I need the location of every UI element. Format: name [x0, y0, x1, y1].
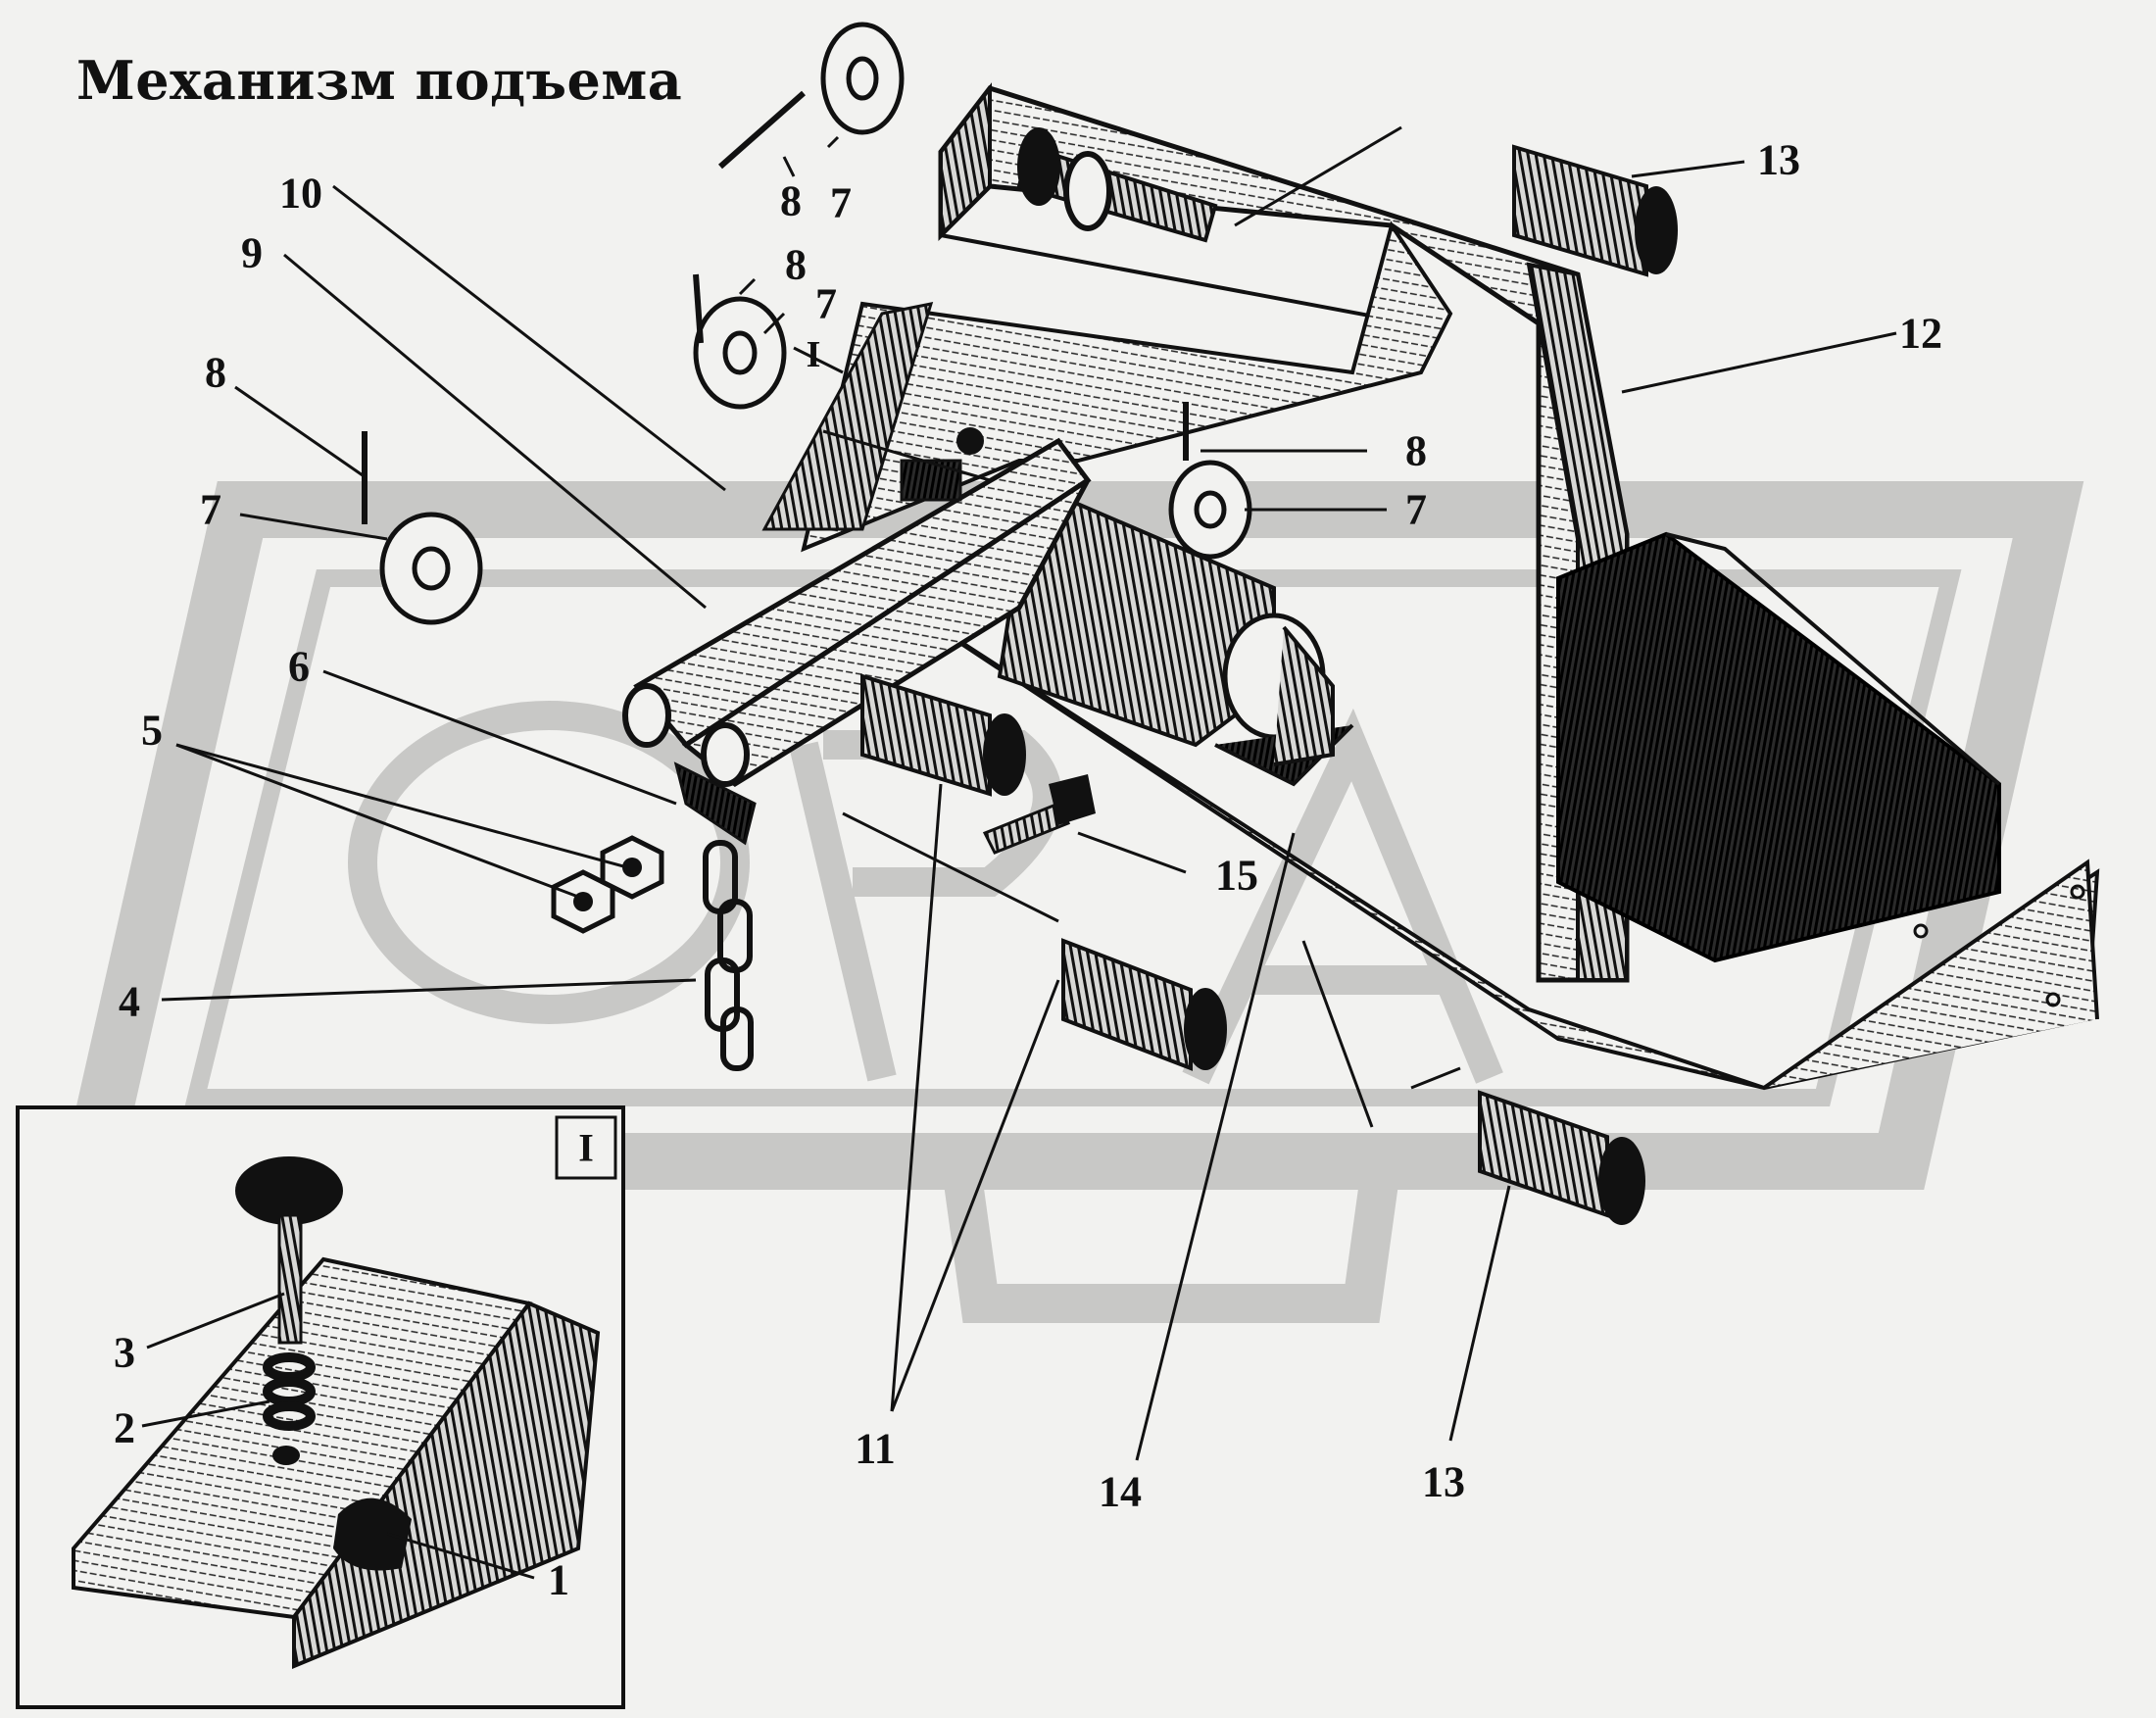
callout-1-inset: 1	[548, 1555, 569, 1604]
callout-10: 10	[279, 169, 322, 218]
callout-8-upper-mid: 8	[785, 240, 807, 289]
inset-detail-I	[16, 1105, 625, 1709]
callout-15: 15	[1215, 851, 1258, 900]
callout-3: 3	[114, 1328, 135, 1377]
washers-7	[379, 22, 1252, 625]
pins-11-13	[860, 144, 1678, 1225]
watermark-logo	[57, 481, 2084, 1323]
callout-8-right: 8	[1405, 426, 1427, 475]
callout-13-top: 13	[1757, 135, 1800, 184]
callout-13-bottom: 13	[1422, 1457, 1465, 1506]
upper-shaft	[1016, 127, 1218, 243]
drum	[997, 497, 1354, 787]
callout-7-right: 7	[1405, 485, 1427, 534]
callout-8-top: 8	[780, 176, 802, 225]
callout-4: 4	[119, 977, 140, 1026]
side-block	[1556, 531, 2001, 963]
callout-9: 9	[241, 228, 263, 277]
callout-6: 6	[288, 642, 310, 691]
leader-lines	[161, 125, 1897, 1461]
view-marker-leader	[793, 346, 844, 374]
inset-label: I	[578, 1125, 594, 1170]
chain-4	[703, 840, 754, 1071]
callout-5: 5	[141, 706, 163, 755]
page-title: Механизм подъема	[76, 49, 683, 112]
view-marker-I: I	[806, 334, 821, 375]
cotter-pins-8	[362, 90, 1189, 524]
callout-12: 12	[1899, 309, 1942, 358]
callout-7-upper-mid: 7	[815, 279, 837, 328]
callout-8-left: 8	[205, 348, 226, 397]
callout-7-left: 7	[200, 485, 221, 534]
callout-11: 11	[855, 1424, 896, 1473]
inclined-plate	[761, 221, 1453, 553]
callout-7-top: 7	[830, 178, 852, 227]
callout-2: 2	[114, 1403, 135, 1452]
base-plate	[860, 576, 2100, 1091]
lever-arms	[622, 427, 1092, 846]
callout-14: 14	[1099, 1467, 1142, 1516]
